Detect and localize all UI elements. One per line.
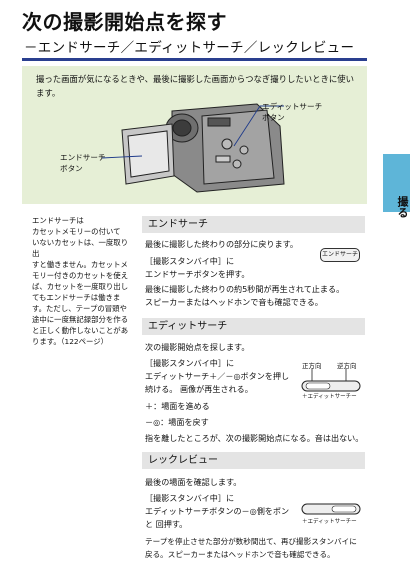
rec-review-line: 最後の場面を確認します。: [145, 477, 242, 487]
forward-direction-label: 正方向: [302, 362, 322, 370]
lcd-screen-icon: [121, 123, 175, 185]
edit-search-heading: エディットサーチ: [142, 318, 365, 335]
end-search-button-diagram: エンドサーチ: [320, 248, 360, 262]
edit-search-line: 指を離したところが、次の撮影開始点になる。音は出ない。: [145, 433, 364, 443]
camcorder-icon: [165, 103, 285, 193]
page-title: 次の撮影開始点を探す: [22, 10, 227, 34]
rec-review-line: 戻る。スピーカーまたはヘッドホンで音も確認できる。: [145, 550, 335, 559]
side-note: エンドサーチはカセットメモリーの付いていないカセットは、一度取り出 すと働きませ…: [32, 216, 129, 346]
reverse-direction-label: 逆方向: [337, 362, 357, 370]
side-tab-label: 撮る: [396, 196, 409, 218]
hero-text: 撮った画面が気になるときや、最後に撮影した画面からつなぎ撮りしたいときに使います…: [36, 74, 354, 98]
edit-search-line: ＋：場面を進める: [145, 401, 210, 411]
page-subtitle: －エンドサーチ／エディットサーチ／レックレビュー: [24, 40, 355, 56]
edit-search-button-label: エディットサーチボタン: [262, 102, 323, 122]
end-search-line: 最後に撮影した終わりの部分に戻ります。: [145, 239, 298, 249]
rec-review-line: テープを停止させた部分が数秒間出て、再び撮影スタンバイに: [145, 537, 357, 546]
edit-search-button-diagram: [301, 368, 361, 392]
rec-review-line: エディットサーチボタンの－◎側をポン: [145, 506, 290, 516]
end-search-line: ［撮影スタンバイ中］に: [145, 256, 235, 266]
end-search-heading: エンドサーチ: [142, 216, 365, 233]
edit-search-caption: ＋エディットサーチー: [302, 394, 357, 400]
end-search-button-label: エンドサーチボタン: [60, 153, 106, 173]
edit-search-line: 次の撮影開始点を探します。: [145, 342, 250, 352]
edit-search-line: ［撮影スタンバイ中］に: [145, 358, 235, 368]
title-rule: [22, 58, 367, 61]
rec-review-caption: ＋エディットサーチー: [302, 519, 357, 525]
section-side-tab: [383, 154, 410, 212]
edit-search-line: エディットサーチ＋／－◎ボタンを押し: [145, 371, 290, 381]
end-search-callout: [101, 155, 143, 159]
end-search-line: 最後に撮影した終わりの約5秒間が再生されて止まる。: [145, 284, 345, 294]
end-search-line: エンドサーチボタンを押す。: [145, 269, 250, 279]
rec-review-button-diagram: [301, 503, 361, 515]
camcorder-illustration: [101, 103, 285, 193]
rec-review-line: と 回押す。: [145, 519, 188, 529]
rec-review-line: ［撮影スタンバイ中］に: [145, 493, 235, 503]
edit-search-line: 続ける。 画像が再生される。: [145, 384, 253, 394]
edit-search-callout: [233, 105, 261, 147]
edit-search-line: －◎：場面を戻す: [145, 417, 209, 427]
end-search-line: スピーカーまたはヘッドホンで音も確認できる。: [145, 297, 323, 307]
rec-review-heading: レックレビュー: [142, 452, 365, 469]
